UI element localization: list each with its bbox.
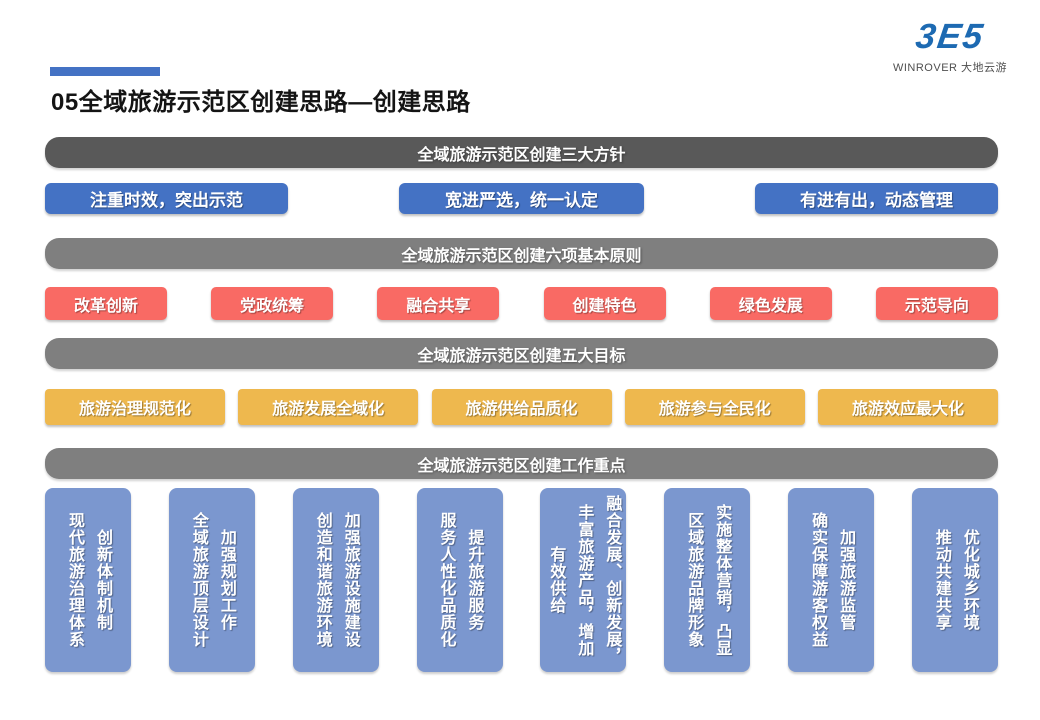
work-focus-item: 提升旅游服务 服务人性化品质化: [416, 488, 503, 672]
work-focus-item: 实施整体营销，凸显 区域旅游品牌形象: [664, 488, 751, 672]
work-focus-item: 融合发展、创新发展， 丰富旅游产品，增加 有效供给: [540, 488, 627, 672]
principle-item: 融合共享: [377, 287, 500, 320]
banner-work-focus: 全域旅游示范区创建工作重点: [45, 448, 998, 479]
principle-item: 党政统筹: [211, 287, 334, 320]
winrover-logo-text: WINROVER 大地云游: [892, 61, 1008, 74]
goal-item: 旅游供给品质化: [431, 389, 612, 425]
work-focus-item: 优化城乡环境 推动共建共享: [911, 488, 998, 672]
work-focus-item: 加强规划工作 全域旅游顶层设计: [168, 488, 255, 672]
work-focus-item: 加强旅游设施建设 创造和谐旅游环境: [292, 488, 379, 672]
title-accent-bar: [50, 67, 160, 76]
goal-item: 旅游效应最大化: [818, 389, 998, 425]
page-title: 05全域旅游示范区创建思路—创建思路: [51, 89, 471, 116]
guideline-item: 注重时效，突出示范: [45, 183, 288, 214]
work-focus-text: 创新体制机制 现代旅游治理体系: [66, 512, 111, 648]
goals-row: 旅游治理规范化 旅游发展全域化 旅游供给品质化 旅游参与全民化 旅游效应最大化: [45, 389, 998, 425]
principles-row: 改革创新 党政统筹 融合共享 创建特色 绿色发展 示范导向: [45, 287, 998, 320]
work-focus-item: 加强旅游监管 确实保障游客权益: [788, 488, 875, 672]
goal-item: 旅游治理规范化: [45, 389, 225, 425]
principle-item: 示范导向: [875, 287, 998, 320]
goal-item: 旅游发展全域化: [238, 389, 419, 425]
work-focus-row: 创新体制机制 现代旅游治理体系 加强规划工作 全域旅游顶层设计 加强旅游设施建设…: [45, 488, 998, 672]
guidelines-row: 注重时效，突出示范 宽进严选，统一认定 有进有出，动态管理: [45, 183, 998, 214]
work-focus-item: 创新体制机制 现代旅游治理体系: [45, 488, 131, 672]
winrover-logo-icon: 3E5: [913, 17, 987, 56]
principle-item: 绿色发展: [709, 287, 832, 320]
guideline-item: 有进有出，动态管理: [755, 183, 998, 214]
banner-six-principles: 全域旅游示范区创建六项基本原则: [45, 238, 998, 269]
principle-item: 改革创新: [45, 287, 167, 320]
work-focus-text: 加强旅游监管 确实保障游客权益: [809, 512, 855, 648]
banner-three-guidelines: 全域旅游示范区创建三大方针: [45, 137, 998, 168]
winrover-logo: 3E5 WINROVER 大地云游: [885, 17, 1015, 75]
banner-five-goals: 全域旅游示范区创建五大目标: [45, 338, 998, 369]
work-focus-text: 加强旅游设施建设 创造和谐旅游环境: [313, 512, 359, 648]
work-focus-text: 优化城乡环境 推动共建共享: [932, 529, 978, 631]
work-focus-text: 融合发展、创新发展， 丰富旅游产品，增加 有效供给: [547, 495, 621, 665]
principle-item: 创建特色: [543, 287, 666, 320]
work-focus-text: 实施整体营销，凸显 区域旅游品牌形象: [685, 503, 731, 657]
work-focus-text: 提升旅游服务 服务人性化品质化: [437, 512, 483, 648]
guideline-item: 宽进严选，统一认定: [399, 183, 644, 214]
work-focus-text: 加强规划工作 全域旅游顶层设计: [189, 512, 235, 648]
goal-item: 旅游参与全民化: [624, 389, 805, 425]
